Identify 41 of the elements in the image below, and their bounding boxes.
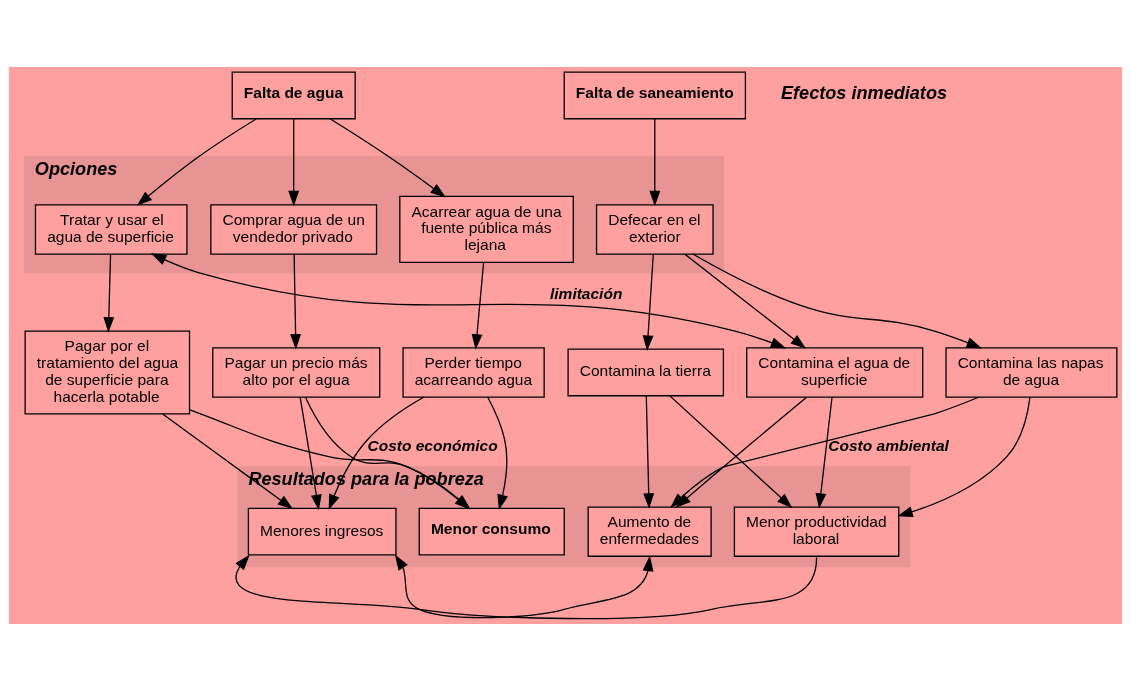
- arrow: [684, 253, 807, 349]
- label: Efectos inmediatos: [781, 82, 948, 103]
- node-box: Menor productividad laboral: [733, 505, 900, 557]
- node-box: Pagar un precio más alto por el agua: [212, 346, 381, 398]
- node-box: Defecar en el exterior: [595, 203, 714, 255]
- node-box: Perder tiempo acarreando agua: [402, 346, 545, 398]
- node-box: Tratar y usar el agua de superficie: [34, 203, 188, 255]
- arrow: [471, 261, 485, 350]
- node-box: Menor consumo: [418, 507, 565, 556]
- arrow: [487, 396, 508, 510]
- edge-label: Costo económico: [367, 436, 498, 454]
- arrow: [103, 253, 115, 333]
- arrow: [150, 252, 787, 348]
- edge-label: Costo ambiental: [828, 436, 949, 454]
- arrow: [189, 408, 471, 509]
- edge-label: limitación: [549, 284, 623, 302]
- arrow: [649, 117, 661, 206]
- arrow: [288, 117, 300, 206]
- arrow: [162, 412, 294, 509]
- arrow: [235, 554, 818, 619]
- node-box: Pagar por el tratamiento del agua de superficie para hacerla potable: [24, 329, 191, 414]
- arrow: [136, 117, 257, 206]
- node-box: Contamina el agua de superficie: [746, 346, 924, 398]
- node-box: Contamina las napas de agua: [945, 346, 1118, 398]
- node-box: Menores ingresos: [247, 507, 397, 556]
- arrow: [897, 396, 1031, 517]
- arrow: [290, 253, 302, 350]
- node-box: Contamina la tierra: [567, 348, 725, 396]
- node-box: Acarrear agua de una fuente pública más lejana: [399, 195, 574, 263]
- node-box: Falta de saneamiento: [563, 71, 747, 119]
- node-box: Comprar agua de un vendedor privado: [210, 203, 378, 255]
- arrow: [815, 396, 833, 509]
- arrow: [643, 394, 655, 509]
- node-box: Falta de agua: [231, 71, 356, 119]
- arrow: [299, 396, 322, 510]
- arrow: [328, 395, 425, 510]
- arrow: [642, 253, 654, 351]
- arrow: [394, 554, 654, 618]
- arrow: [329, 117, 446, 198]
- arrow: [692, 252, 983, 348]
- node-box: Aumento de enfermedades: [587, 505, 712, 557]
